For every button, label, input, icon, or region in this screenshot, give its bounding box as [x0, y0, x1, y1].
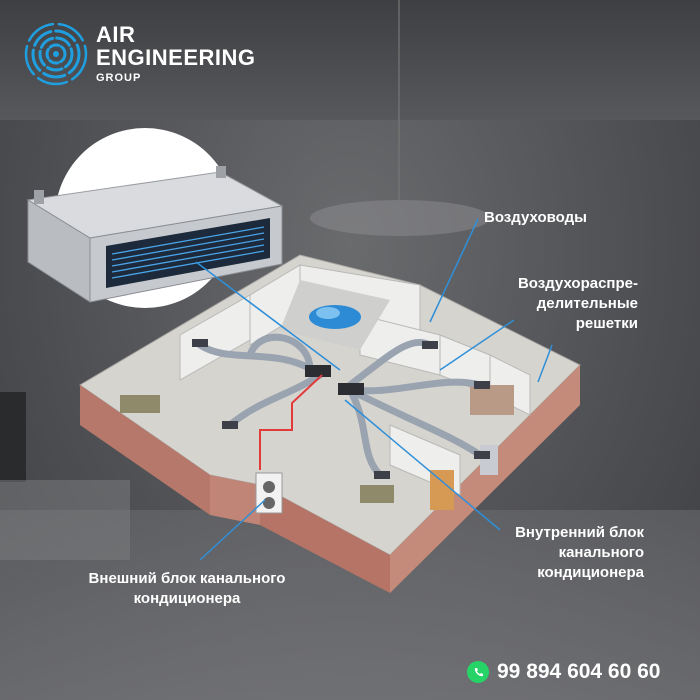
brand-line-3: GROUP	[96, 72, 142, 84]
background-cabinet	[0, 480, 130, 560]
label-air-grilles: Воздухораспре- делительные решетки	[458, 274, 638, 334]
phone-number[interactable]: 99 894 604 60 60	[497, 660, 661, 683]
label-outdoor-line-1: Внешний блок канального	[88, 570, 286, 587]
label-grilles-line-1: Воздухораспре-	[517, 275, 638, 292]
contact-phone[interactable]: 99 894 604 60 60	[467, 660, 661, 684]
background-lamp-cord	[398, 0, 400, 200]
label-grilles-line-3: решетки	[575, 315, 638, 332]
whatsapp-icon	[467, 661, 489, 683]
background-tv	[0, 392, 26, 482]
brand-line-2: ENGINEERING	[96, 45, 256, 70]
brand-logo: AIR ENGINEERING GROUP	[22, 20, 256, 88]
label-indoor-unit: Внутренний блок канального кондиционера	[474, 523, 644, 583]
brand-line-1: AIR	[96, 22, 136, 47]
label-ducts-text: Воздуховоды	[484, 209, 587, 226]
brand-name: AIR ENGINEERING GROUP	[96, 24, 256, 84]
background-ceiling	[0, 0, 700, 120]
label-indoor-line-3: кондиционера	[537, 564, 644, 581]
duct-unit-image	[26, 166, 284, 303]
label-grilles-line-2: делительные	[536, 295, 638, 312]
label-ducts: Воздуховоды	[484, 208, 587, 228]
label-outdoor-unit: Внешний блок канального кондиционера	[62, 569, 312, 609]
swirl-logo-icon	[24, 22, 88, 86]
label-indoor-line-2: канального	[558, 544, 644, 561]
label-outdoor-line-2: кондиционера	[133, 590, 241, 607]
label-indoor-line-1: Внутренний блок	[515, 524, 644, 541]
